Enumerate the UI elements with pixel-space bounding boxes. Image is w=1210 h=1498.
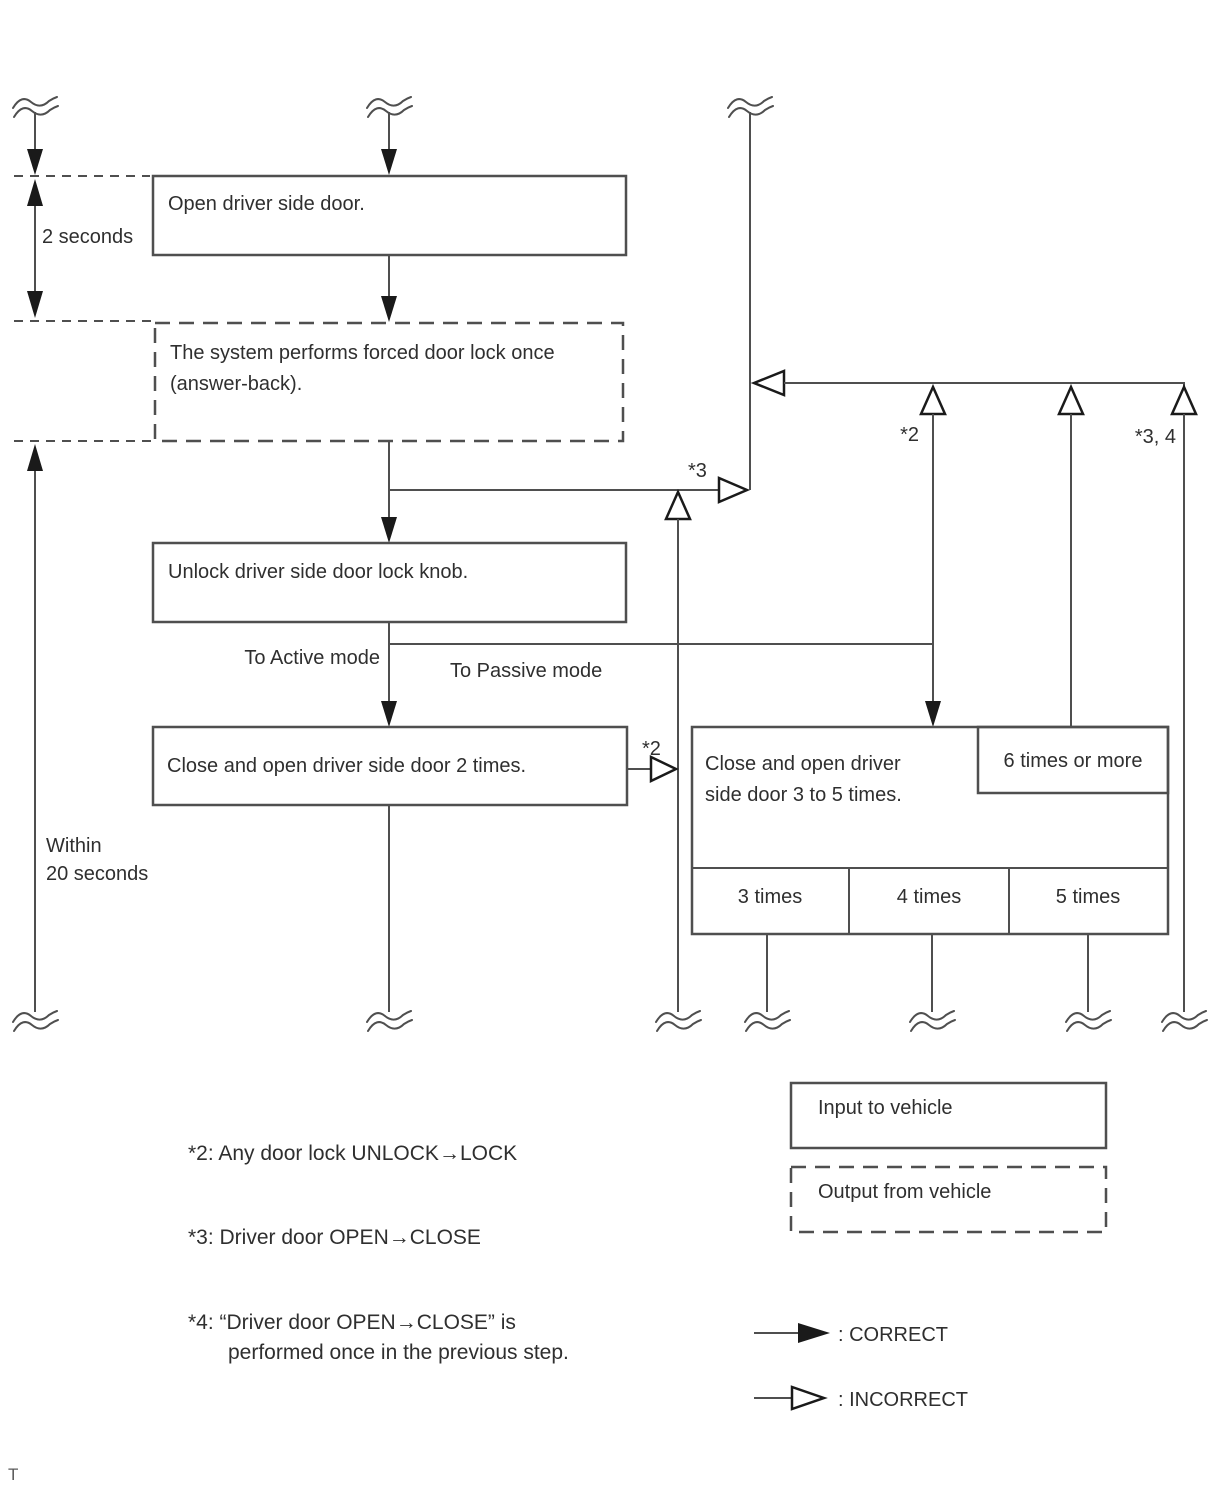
arrow-up-icon: [27, 179, 43, 206]
legend: Input to vehicle Output from vehicle : C…: [754, 1081, 1108, 1411]
timing-axis: 2 seconds Within 20 seconds: [14, 112, 155, 1012]
line-break-symbol: [655, 1010, 702, 1032]
label-2-seconds: 2 seconds: [42, 226, 133, 248]
incorrect-arrow-up-icon: [1057, 383, 1085, 416]
return-path: *2 *3, 4: [749, 112, 1198, 1012]
legend-correct-text: : CORRECT: [838, 1324, 948, 1346]
close-open-2-times-text: Close and open driver side door 2 times.: [167, 755, 526, 777]
arrow-down-icon: [381, 517, 397, 543]
incorrect-arrow-up-icon: [1170, 383, 1198, 416]
arrow-down-icon: [27, 149, 43, 175]
ref-star2-top: *2: [900, 424, 919, 446]
correct-arrow-icon: [798, 1323, 830, 1343]
note-star2: *2: Any door lock UNLOCK→LOCK: [188, 1142, 517, 1165]
unlock-knob-text: Unlock driver side door lock knob.: [168, 561, 468, 583]
line-break-symbol: [909, 1010, 956, 1032]
line-break-symbol: [1161, 1010, 1208, 1032]
legend-input-box: [789, 1081, 1108, 1150]
arrow-down-icon: [27, 291, 43, 318]
label-to-active-mode: To Active mode: [244, 647, 380, 669]
arrow-down-icon: [381, 296, 397, 322]
ref-star3-4: *3, 4: [1135, 426, 1176, 448]
legend-output-box: [789, 1165, 1108, 1234]
return-top-line: [784, 382, 1185, 387]
incorrect-arrow-right-icon: [717, 476, 751, 504]
cell-6-times-or-more: [976, 725, 1170, 795]
line-break-symbol: [1065, 1010, 1112, 1032]
arrow-down-icon: [381, 149, 397, 175]
arrow-down-icon: [925, 701, 941, 727]
main-flow: Open driver side door. The system perfor…: [151, 112, 933, 1012]
forced-lock-text-line1: The system performs forced door lock onc…: [170, 342, 555, 364]
arrow-down-icon: [381, 701, 397, 727]
label-20-seconds: 20 seconds: [46, 863, 148, 885]
line-break-symbol: [366, 1010, 413, 1032]
page-footer-char: T: [8, 1465, 18, 1484]
legend-output-text: Output from vehicle: [818, 1181, 991, 1203]
open-door-text: Open driver side door.: [168, 193, 365, 215]
ref-star3: *3: [688, 460, 707, 482]
forced-lock-text-line2: (answer-back).: [170, 373, 302, 395]
three-times-text: 3 times: [738, 886, 802, 908]
incorrect-arrow-right-icon: [649, 755, 679, 783]
line-break-symbol: [12, 1010, 59, 1032]
legend-input-text: Input to vehicle: [818, 1097, 953, 1119]
incorrect-arrow-up-icon: [664, 488, 692, 521]
five-times-text: 5 times: [1056, 886, 1120, 908]
close-open-3to5-text-line2: side door 3 to 5 times.: [705, 784, 902, 806]
note-star4-line1: *4: “Driver door OPEN→CLOSE” is: [188, 1311, 516, 1334]
six-times-or-more-text: 6 times or more: [1004, 750, 1143, 772]
ref-star2-branch: *2: [642, 738, 661, 760]
input-box-open-door: [151, 174, 628, 257]
close-open-3to5-group: Close and open driver side door 3 to 5 t…: [690, 725, 1170, 1012]
arrow-up-icon: [27, 444, 43, 471]
four-times-text: 4 times: [897, 886, 961, 908]
note-star3: *3: Driver door OPEN→CLOSE: [188, 1226, 481, 1249]
note-star4-line2: performed once in the previous step.: [228, 1341, 569, 1364]
incorrect-arrow-up-icon: [919, 383, 947, 416]
incorrect-arrow-left-icon: [750, 369, 786, 397]
close-open-3to5-text-line1: Close and open driver: [705, 753, 901, 775]
line-break-symbol: [744, 1010, 791, 1032]
footnotes: *2: Any door lock UNLOCK→LOCK *3: Driver…: [188, 1142, 569, 1364]
input-box-close-open-3to5: [690, 725, 1170, 936]
label-to-passive-mode: To Passive mode: [450, 660, 602, 682]
label-within: Within: [46, 835, 102, 857]
legend-incorrect-text: : INCORRECT: [838, 1389, 968, 1411]
incorrect-arrow-right-icon: [790, 1385, 828, 1411]
